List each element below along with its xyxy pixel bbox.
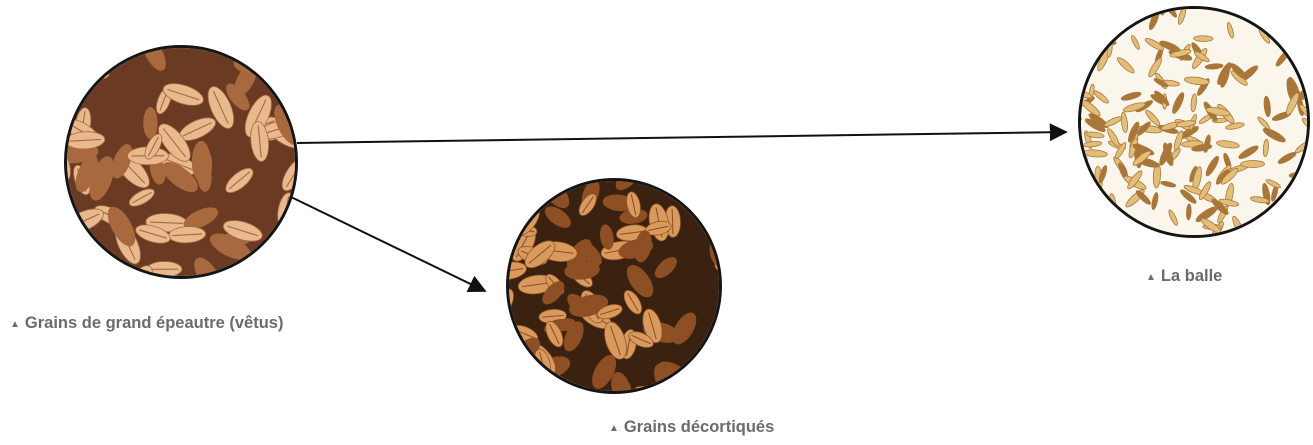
grain [1186,204,1191,220]
grain-texture [1081,9,1307,235]
triangle-marker-icon: ▲ [609,423,619,434]
grain-texture [509,181,719,391]
triangle-marker-icon: ▲ [10,319,20,330]
chaff-image [1078,6,1310,238]
grain [1240,160,1264,167]
caption-text: Grains décortiqués [624,418,774,436]
caption-text: Grains de grand épeautre (vêtus) [25,314,284,332]
caption-chaff: ▲ La balle [1146,267,1222,286]
grain-crease [201,145,202,177]
arrow-to-balle [297,132,1066,143]
grain-texture [67,48,295,276]
caption-dehulled-grains: ▲ Grains décortiqués [609,418,774,437]
caption-hulled-grains: ▲ Grains de grand épeautre (vêtus) [10,314,283,333]
caption-text: La balle [1161,267,1222,285]
grain [1193,36,1213,42]
arrow-to-decortiques [291,197,485,291]
triangle-marker-icon: ▲ [1146,272,1156,283]
dehulled-grains-image [506,178,722,394]
hulled-spelt-grains-image [64,45,298,279]
